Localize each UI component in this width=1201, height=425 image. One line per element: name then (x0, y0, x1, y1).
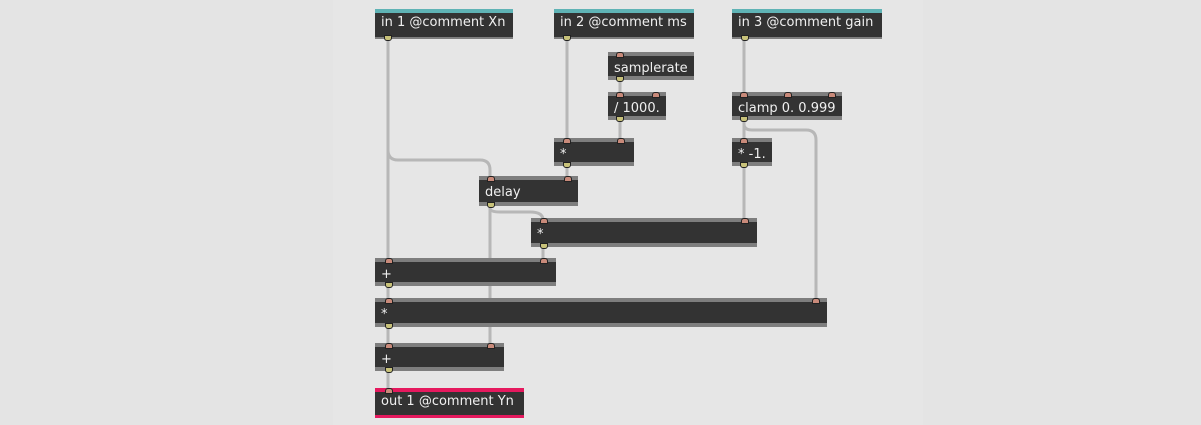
inlet-port[interactable] (563, 138, 571, 144)
object-label: samplerate (614, 61, 688, 76)
object-label: clamp 0. 0.999 (738, 101, 836, 116)
object-multiply-delay[interactable]: * (531, 218, 757, 249)
object-label: in 3 @comment gain (738, 15, 874, 30)
object-label: in 1 @comment Xn (381, 15, 506, 30)
inlet-port-right[interactable] (652, 92, 660, 98)
object-samplerate[interactable]: samplerate (608, 52, 694, 82)
outlet-port[interactable] (385, 367, 393, 373)
object-label: out 1 @comment Yn (381, 394, 514, 409)
inlet-port-right[interactable] (564, 176, 572, 182)
object-label: + (381, 352, 392, 367)
inlet-port-mid[interactable] (784, 92, 792, 98)
outlet-port[interactable] (616, 116, 624, 122)
object-label: delay (485, 185, 521, 200)
inlet-port-right[interactable] (540, 258, 548, 264)
outlet-port[interactable] (384, 35, 392, 41)
outlet-port[interactable] (740, 162, 748, 168)
inlet-port[interactable] (616, 52, 624, 58)
outlet-port[interactable] (741, 35, 749, 41)
outlet-object-out1[interactable]: out 1 @comment Yn (375, 388, 524, 418)
inlet-object-in1[interactable]: in 1 @comment Xn (375, 9, 513, 41)
object-label: * (537, 227, 544, 242)
outlet-port[interactable] (740, 116, 748, 122)
inlet-port[interactable] (616, 92, 624, 98)
inlet-port[interactable] (385, 343, 393, 349)
object-label: + (381, 267, 392, 282)
object-add-2[interactable]: + (375, 343, 504, 373)
outlet-port[interactable] (385, 323, 393, 329)
inlet-port-right[interactable] (617, 138, 625, 144)
object-label: / 1000. (614, 101, 660, 116)
inlet-object-in3[interactable]: in 3 @comment gain (732, 9, 882, 41)
object-label: in 2 @comment ms (560, 15, 687, 30)
inlet-port[interactable] (740, 92, 748, 98)
inlet-port[interactable] (740, 138, 748, 144)
inlet-port[interactable] (385, 258, 393, 264)
object-divide-1000[interactable]: / 1000. (608, 92, 666, 122)
object-label: * -1. (738, 147, 766, 162)
object-label: * (560, 147, 567, 162)
object-label: * (381, 307, 388, 322)
inlet-port-right[interactable] (487, 343, 495, 349)
inlet-port[interactable] (487, 176, 495, 182)
outlet-port[interactable] (487, 202, 495, 208)
inlet-port[interactable] (540, 218, 548, 224)
object-multiply-ms[interactable]: * (554, 138, 634, 168)
inlet-port-right[interactable] (741, 218, 749, 224)
object-multiply-gain[interactable]: * (375, 298, 827, 329)
object-add-1[interactable]: + (375, 258, 556, 288)
inlet-port-right[interactable] (828, 92, 836, 98)
outlet-port[interactable] (616, 76, 624, 82)
object-negate[interactable]: * -1. (732, 138, 772, 168)
outlet-port[interactable] (540, 243, 548, 249)
outlet-port[interactable] (563, 162, 571, 168)
inlet-port[interactable] (385, 388, 393, 394)
inlet-object-in2[interactable]: in 2 @comment ms (554, 9, 694, 41)
inlet-port-right[interactable] (812, 298, 820, 304)
object-clamp[interactable]: clamp 0. 0.999 (732, 92, 842, 122)
outlet-port[interactable] (563, 35, 571, 41)
inlet-port[interactable] (385, 298, 393, 304)
outlet-port[interactable] (385, 282, 393, 288)
object-delay[interactable]: delay (479, 176, 578, 208)
